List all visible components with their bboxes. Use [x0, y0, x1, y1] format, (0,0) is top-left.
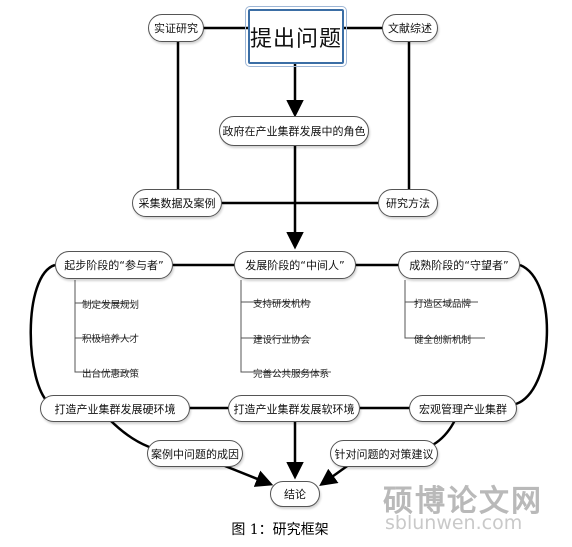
main-title-node: 提出问题: [245, 6, 347, 67]
stage-growth-item: 建设行业协会: [253, 335, 311, 346]
guide-stage1: [74, 280, 131, 373]
figure-caption: 图 1：研究框架: [231, 522, 329, 538]
soft-environment-node: 打造产业集群发展软环境: [228, 395, 360, 422]
government-role-node: 政府在产业集群发展中的角色: [219, 116, 369, 146]
stage-growth-node: 发展阶段的“中间人”: [234, 251, 356, 279]
macro-management-node: 宏观管理产业集群: [409, 395, 517, 422]
guide-stage2: [240, 280, 331, 373]
conclusion-node: 结论: [270, 481, 320, 507]
watermark-url: sblunwen.com: [385, 512, 523, 534]
research-method-node: 研究方法: [378, 189, 438, 217]
problem-causes-node: 案例中问题的成因: [147, 440, 243, 467]
stage-mature-item: 打造区域品牌: [414, 299, 472, 310]
arrow-suggest-to-conclusion: [319, 462, 351, 487]
stage-mature-node: 成熟阶段的“守望者”: [398, 251, 520, 279]
loop-right: [515, 263, 549, 406]
stage-growth-item: 完善公共服务体系: [253, 369, 330, 380]
literature-review-node: 文献综述: [382, 14, 438, 42]
empirical-research-node: 实证研究: [148, 14, 204, 42]
stage-mature-item: 健全创新机制: [414, 335, 472, 346]
stage-start-item: 出台优惠政策: [82, 369, 140, 380]
guide-stage3: [404, 280, 485, 339]
stage-growth-item: 支持研发机构: [253, 299, 311, 310]
suggestions-node: 针对问题的对策建议: [330, 440, 438, 467]
data-collection-node: 采集数据及案例: [132, 189, 222, 217]
hard-environment-node: 打造产业集群发展硬环境: [40, 395, 190, 422]
stage-start-item: 积极培养人才: [82, 334, 140, 345]
watermark-cn: 硕博论文网: [383, 484, 543, 519]
stage-start-node: 起步阶段的“参与者”: [55, 251, 173, 279]
stage-start-item: 制定发展规划: [82, 300, 140, 311]
arrow-causes-to-conclusion: [219, 462, 274, 487]
loop-left: [29, 263, 56, 405]
